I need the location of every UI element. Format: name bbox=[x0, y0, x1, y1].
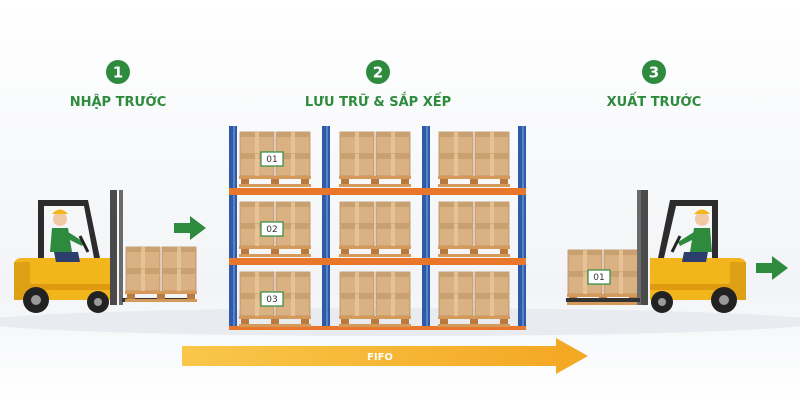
fifo-arrow: FIFO bbox=[182, 338, 588, 374]
step-3-number: 3 bbox=[649, 64, 659, 82]
outgoing-label-box bbox=[587, 269, 611, 285]
svg-text:01: 01 bbox=[266, 155, 277, 165]
svg-text:02: 02 bbox=[266, 225, 277, 235]
rack-label-01: 01 bbox=[260, 151, 284, 167]
floor-shadow bbox=[0, 308, 800, 336]
step-2-title: LƯU TRỮ & SẮP XẾP bbox=[305, 93, 451, 110]
step-3-title: XUẤT TRƯỚC bbox=[607, 92, 702, 110]
fifo-label: FIFO bbox=[367, 352, 393, 363]
step-3-badge bbox=[642, 60, 666, 84]
svg-text:03: 03 bbox=[266, 295, 277, 305]
step-2-number: 2 bbox=[373, 64, 383, 82]
rack-label-03: 03 bbox=[260, 291, 284, 307]
step-1-title: NHẬP TRƯỚC bbox=[70, 94, 167, 110]
step-1-header: 1 NHẬP TRƯỚC bbox=[70, 60, 167, 110]
step-2-badge bbox=[366, 60, 390, 84]
storage-rack: 01 02 03 bbox=[229, 126, 526, 330]
rack-label-02: 02 bbox=[260, 221, 284, 237]
outgoing-label: 01 bbox=[593, 273, 604, 283]
step-2-header: 2 LƯU TRỮ & SẮP XẾP bbox=[305, 60, 451, 110]
outgoing-load: 01 bbox=[567, 250, 639, 305]
step-1-badge bbox=[106, 60, 130, 84]
forklift-out-icon bbox=[566, 190, 746, 313]
step-1-number: 1 bbox=[113, 64, 123, 82]
step-3-header: 3 XUẤT TRƯỚC bbox=[607, 60, 702, 110]
